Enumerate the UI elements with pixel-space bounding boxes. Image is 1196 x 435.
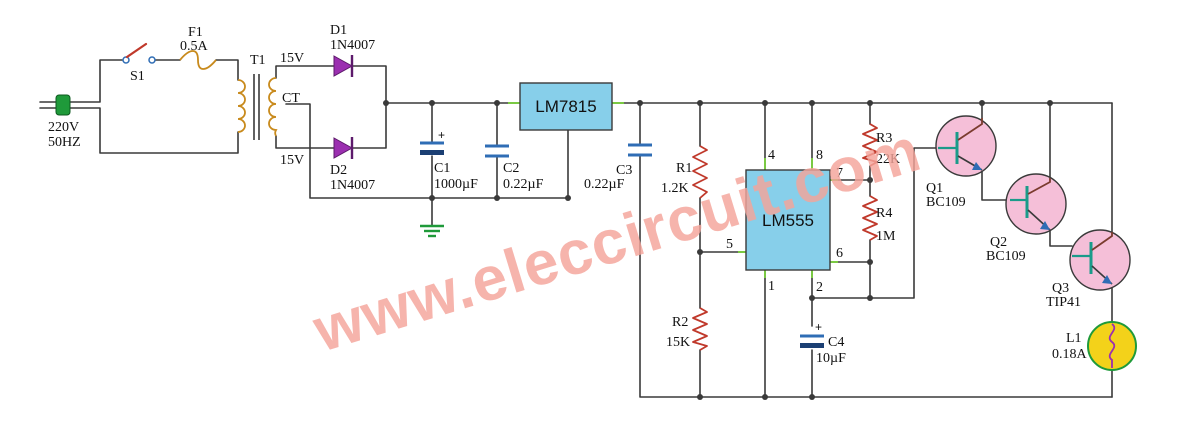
resistor-r4-icon	[862, 195, 878, 241]
resistor-r2-value: 15K	[666, 335, 690, 350]
timer-label: LM555	[762, 211, 814, 230]
timer-pin-5: 5	[726, 237, 733, 252]
transistor-q1-icon	[935, 115, 997, 177]
capacitor-c3-value: 0.22µF	[584, 177, 625, 192]
timer-ic	[745, 169, 831, 271]
ground-icon	[420, 224, 444, 238]
timer-pin-2: 2	[816, 280, 823, 295]
mains-frequency-label: 50HZ	[48, 135, 81, 150]
capacitor-c3-ref: C3	[616, 163, 632, 178]
transistor-q2-part: BC109	[986, 249, 1026, 264]
timer-pin-1: 1	[768, 279, 775, 294]
transistor-q2-icon	[1005, 173, 1067, 235]
capacitor-c1-value: 1000µF	[434, 177, 478, 192]
diode-d1-ref: D1	[330, 23, 347, 38]
fuse-f1-icon	[179, 50, 217, 70]
transistor-q3-part: TIP41	[1046, 295, 1081, 310]
capacitor-c2-icon	[485, 144, 509, 158]
resistor-r1-icon	[692, 145, 708, 199]
resistor-r3-ref: R3	[876, 131, 892, 146]
capacitor-c2-value: 0.22µF	[503, 177, 544, 192]
lamp-l1-value: 0.18A	[1052, 347, 1088, 362]
timer-pin-6: 6	[836, 246, 843, 261]
svg-text:+: +	[438, 128, 445, 142]
transformer-t1-icon	[237, 74, 278, 140]
regulator-label: LM7815	[535, 97, 596, 116]
diode-d2-part: 1N4007	[330, 178, 375, 193]
switch-s1	[122, 42, 156, 64]
capacitor-c2-ref: C2	[503, 161, 519, 176]
capacitor-c1-icon: +	[420, 128, 445, 155]
resistor-r2-icon	[692, 307, 708, 351]
lamp-l1-icon	[1087, 321, 1137, 371]
timer-pin-7: 7	[836, 166, 843, 181]
watermark-text: www.eleccircuit.com	[305, 115, 929, 365]
capacitor-c4-icon: +	[800, 320, 824, 348]
svg-text:+: +	[815, 320, 822, 334]
timer-pin-8: 8	[816, 148, 823, 163]
transistor-q2-ref: Q2	[990, 235, 1007, 250]
capacitor-c3-icon	[628, 143, 652, 157]
fuse-f1-value: 0.5A	[180, 39, 209, 54]
capacitor-c1-ref: C1	[434, 161, 450, 176]
resistor-r1-value: 1.2K	[661, 181, 689, 196]
transformer-tap-lower: 15V	[280, 153, 304, 168]
fuse-f1-ref: F1	[188, 25, 203, 40]
transformer-t1-label: T1	[250, 53, 266, 68]
transistor-q1-ref: Q1	[926, 181, 943, 196]
timer-pin-4: 4	[768, 148, 775, 163]
transistor-q3-icon	[1069, 229, 1131, 291]
lamp-l1-ref: L1	[1066, 331, 1082, 346]
resistor-r2-ref: R2	[672, 315, 688, 330]
resistor-r4-value: 1M	[876, 229, 896, 244]
mains-voltage-label: 220V	[48, 120, 79, 135]
diode-d2-icon	[333, 137, 354, 159]
resistor-r3-value: 22K	[876, 152, 900, 167]
junction-dots	[383, 100, 1053, 400]
resistor-r3-icon	[862, 123, 878, 167]
diode-d2-ref: D2	[330, 163, 347, 178]
capacitor-c4-value: 10µF	[816, 351, 846, 366]
capacitor-c4-ref: C4	[828, 335, 844, 350]
transistor-q1-part: BC109	[926, 195, 966, 210]
transformer-tap-upper: 15V	[280, 51, 304, 66]
diode-d1-icon	[333, 55, 354, 77]
diode-d1-part: 1N4007	[330, 38, 375, 53]
mains-plug-icon	[55, 94, 71, 116]
resistor-r4-ref: R4	[876, 206, 892, 221]
resistor-r1-ref: R1	[676, 161, 692, 176]
regulator-ic	[519, 82, 613, 131]
transistor-q3-ref: Q3	[1052, 281, 1069, 296]
switch-s1-label: S1	[130, 69, 145, 84]
transformer-center-tap: CT	[282, 91, 300, 106]
